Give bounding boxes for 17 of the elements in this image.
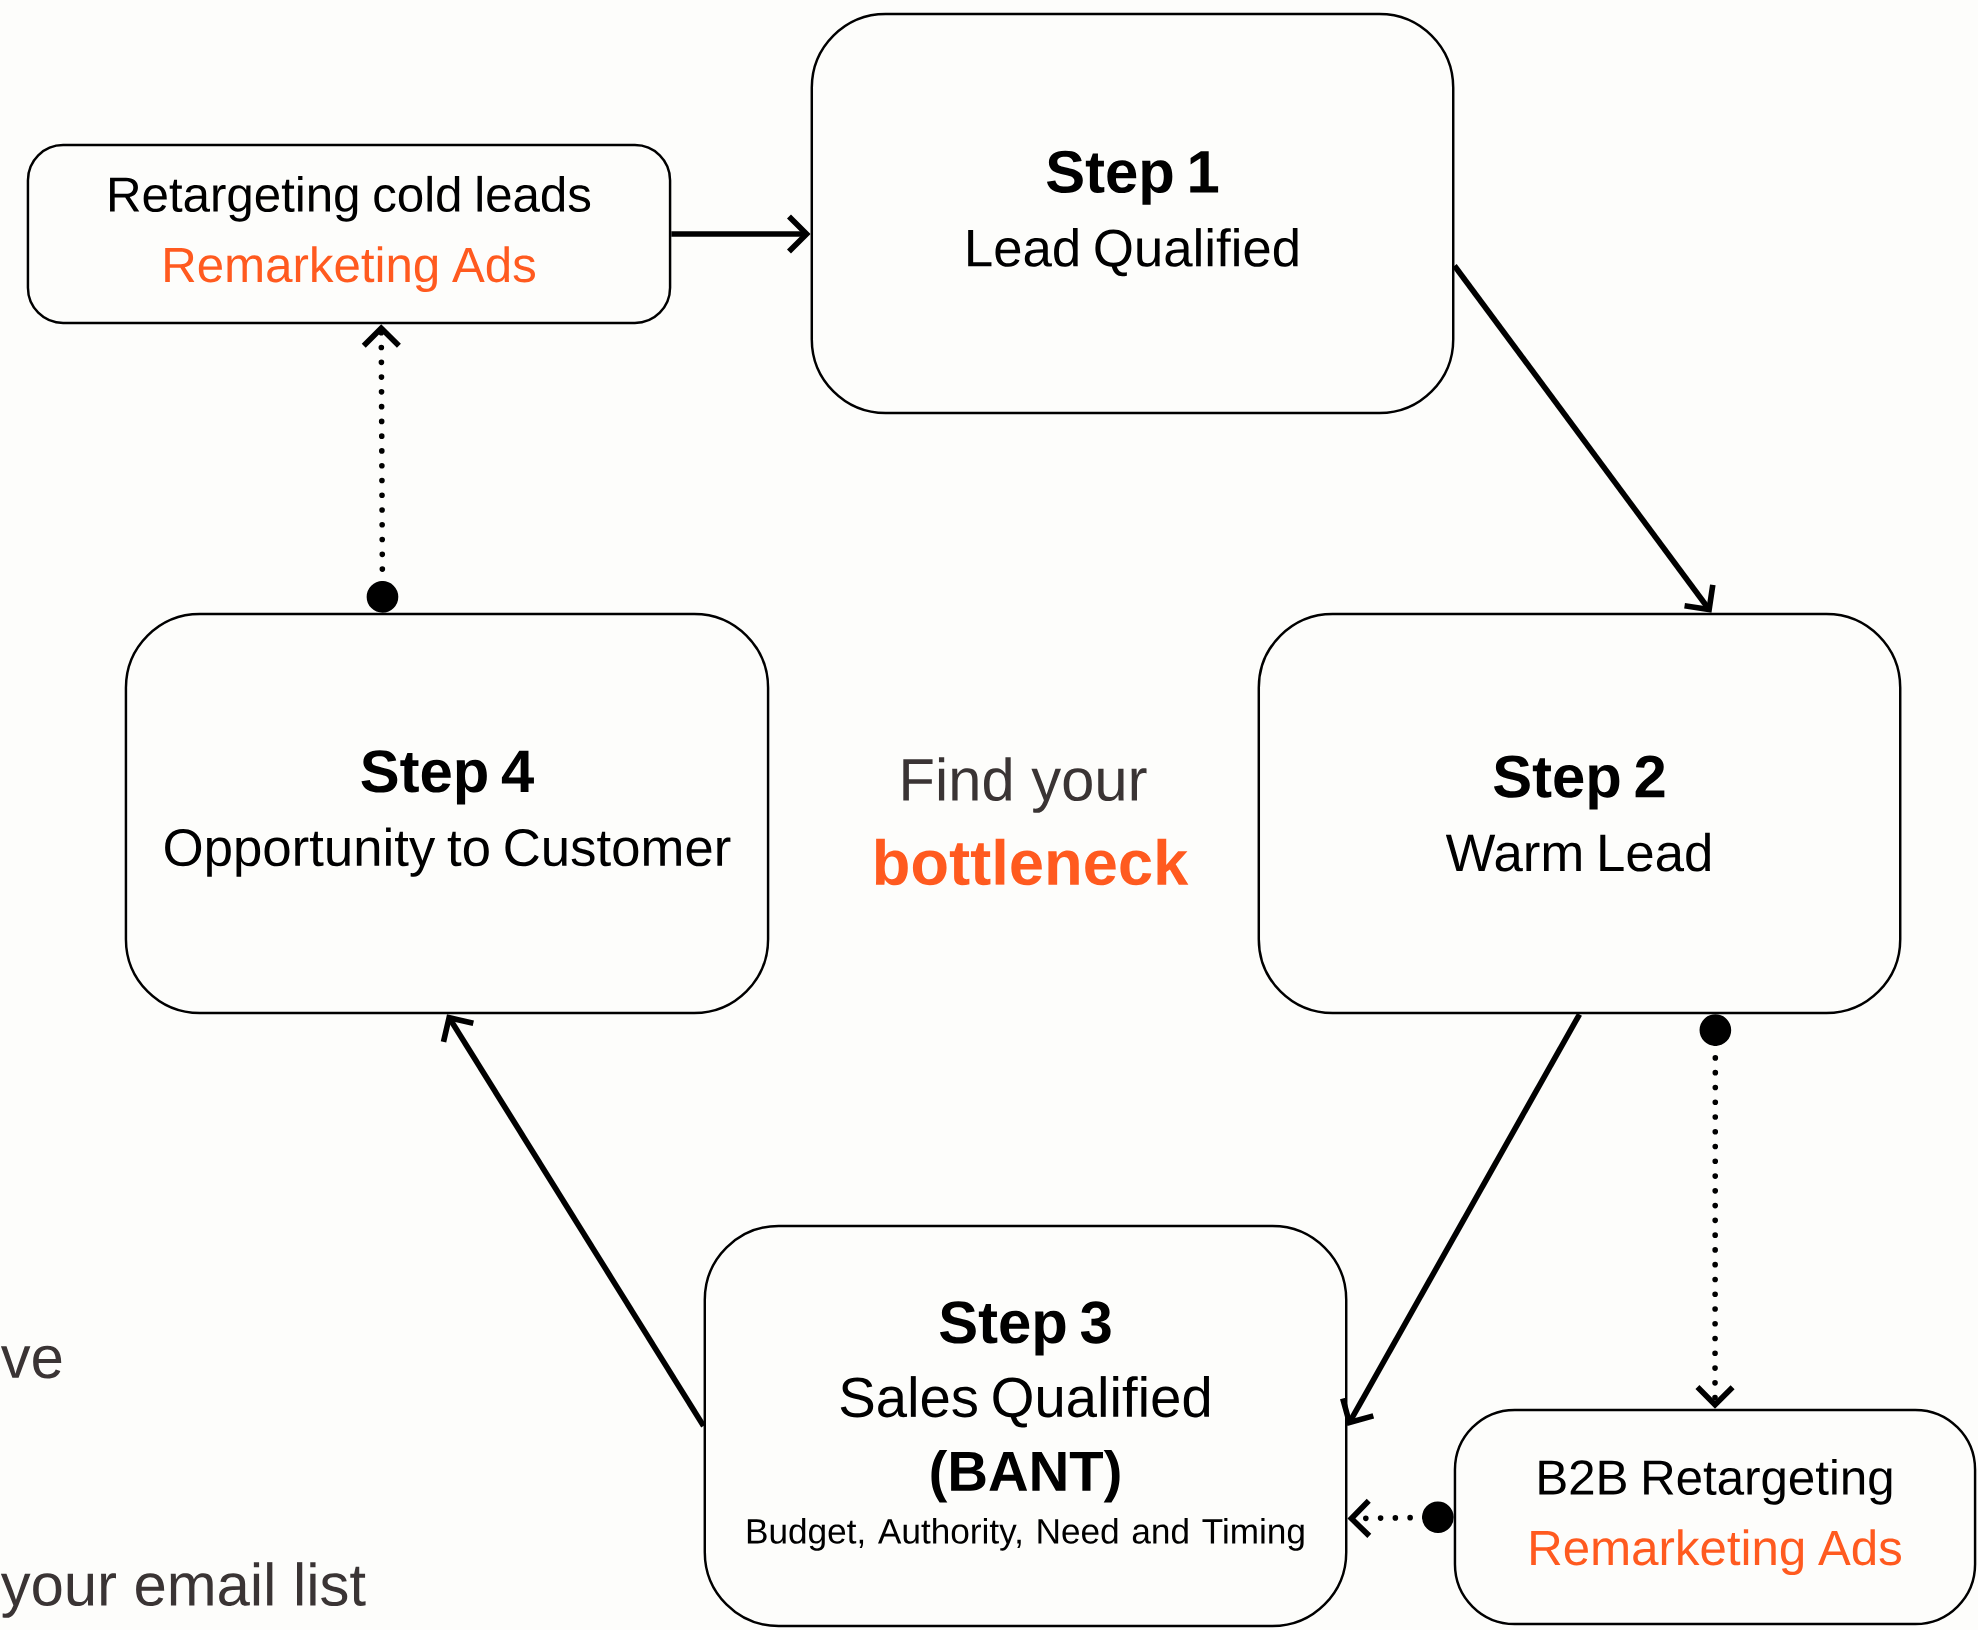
step-box: Step 2 Warm Lead	[1257, 612, 1902, 1015]
arrow	[1695, 1014, 1735, 1409]
arrow	[1340, 1012, 1582, 1426]
tagline-text: bottleneck	[875, 838, 1189, 886]
cropped-text: your email list	[0, 1562, 366, 1618]
step-box: Step 3 Sales Qualified (BANT) Budget, Authority, Need and Timing	[703, 1224, 1348, 1628]
tagline-text: Find your	[903, 757, 1147, 813]
step-box: Step 4 Opportunity to Customer	[124, 612, 770, 1015]
arrow	[1347, 1498, 1454, 1538]
ad-box: B2B Retargeting Remarketing Ads	[1453, 1408, 1977, 1626]
ad-box: Retargeting cold leads Remarketing Ads	[26, 143, 672, 325]
cropped-text: ve	[0, 1345, 62, 1379]
arrow	[1452, 264, 1716, 613]
arrow	[440, 1014, 706, 1428]
arrow	[671, 214, 811, 254]
step-box: Step 1 Lead Qualified	[810, 12, 1455, 415]
arrow	[361, 324, 401, 613]
